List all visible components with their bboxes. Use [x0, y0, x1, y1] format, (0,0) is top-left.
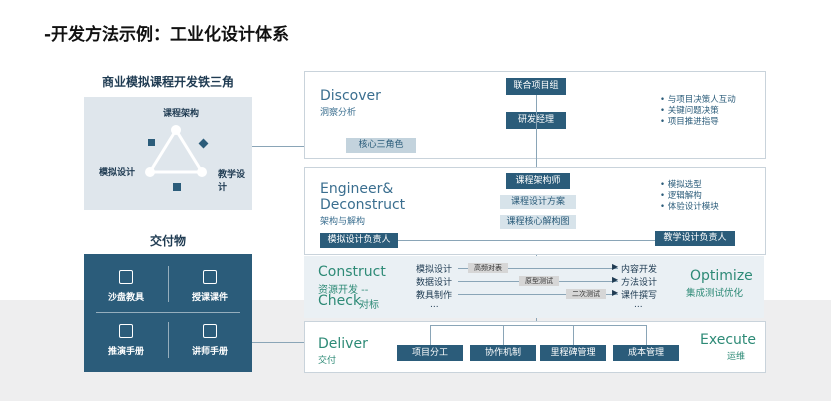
optimize-title: Optimize — [690, 268, 753, 284]
core-roles-box: 核心三角色 — [346, 138, 416, 153]
division-of-labor-box: 项目分工 — [397, 345, 463, 361]
deliver-drop-line — [430, 325, 431, 345]
page-title: -开发方法示例：工业化设计体系 — [44, 25, 290, 45]
monitor-icon — [203, 270, 217, 284]
construct-band — [304, 256, 764, 318]
deliverables-heading: 交付物 — [149, 234, 186, 248]
bullet-item: 逻辑解构 — [660, 191, 719, 202]
deliverable-label: 讲师手册 — [191, 347, 228, 357]
deliverable-label: 授课课件 — [191, 293, 228, 303]
construct-left-item: 数据设计 — [416, 278, 453, 288]
execute-title: Execute — [700, 332, 756, 348]
construct-title: Construct — [318, 264, 386, 280]
construct-right-item: 内容开发 — [621, 265, 658, 275]
book-icon — [203, 324, 217, 338]
deliverables-panel: 沙盘教具 授课课件 推演手册 讲师手册 — [84, 254, 252, 372]
arrow-line — [458, 294, 618, 295]
check-tag: 原型测试 — [519, 276, 559, 286]
puzzle-icon — [148, 139, 155, 146]
collaboration-box: 协作机制 — [470, 345, 536, 361]
execute-subtitle: 运维 — [727, 352, 746, 362]
discover-subtitle: 洞察分析 — [320, 108, 357, 118]
discover-bullets: 与项目决策人互动 关键问题决策 项目推进指导 — [660, 95, 736, 128]
sandbox-icon — [119, 270, 133, 284]
connector-line — [252, 146, 304, 147]
course-core-diagram-box: 课程核心解构图 — [500, 215, 576, 229]
construct-right-item: ... — [634, 300, 643, 310]
joint-team-box: 联合项目组 — [506, 78, 566, 95]
triangle-panel: 课程架构 模拟设计 教学设计 — [84, 97, 252, 210]
divider — [168, 322, 169, 358]
deliver-title: Deliver — [318, 336, 368, 352]
owner-connector — [398, 240, 655, 241]
divider — [168, 266, 169, 302]
book-icon — [119, 324, 133, 338]
bullet-item: 模拟选型 — [660, 180, 719, 191]
bullet-item: 体验设计模块 — [660, 202, 719, 213]
connector-line — [252, 342, 304, 343]
gear-icon — [198, 138, 209, 149]
teaching-lead-box: 教学设计负责人 — [655, 231, 735, 246]
deliverable-item: 沙盘教具 — [84, 270, 168, 303]
cost-management-box: 成本管理 — [613, 345, 679, 361]
engineer-subtitle: 架构与解构 — [320, 217, 366, 227]
optimize-subtitle: 集成测试优化 — [686, 288, 744, 299]
construct-left-item: 模拟设计 — [416, 265, 453, 275]
cube-icon — [173, 183, 181, 191]
arrow-head-icon: ▶ — [612, 262, 619, 271]
engineer-title-1: Engineer& — [320, 181, 394, 197]
construct-subtitle: 资源开发 -- — [318, 285, 369, 296]
construct-left-item: 教具制作 — [416, 291, 453, 301]
check-subtitle: 对标 — [359, 300, 379, 311]
check-title: Check — [318, 293, 362, 309]
deliver-subtitle: 交付 — [318, 356, 337, 366]
engineer-title-2: Deconstruct — [320, 197, 406, 213]
check-tag: 二次测试 — [566, 289, 606, 299]
arrow-line — [458, 268, 618, 269]
engineer-bullets: 模拟选型 逻辑解构 体验设计模块 — [660, 180, 719, 213]
deliverable-item: 授课课件 — [168, 270, 252, 303]
triangle-left-label: 模拟设计 — [99, 168, 136, 178]
triangle-top-label: 课程架构 — [163, 109, 200, 119]
course-architect-box: 课程架构师 — [506, 173, 570, 189]
bullet-item: 项目推进指导 — [660, 117, 736, 128]
deliver-drop-line — [573, 325, 574, 345]
arrow-head-icon: ▶ — [612, 275, 619, 284]
discover-title: Discover — [320, 88, 381, 104]
construct-right-item: 方法设计 — [621, 278, 658, 288]
deliver-drop-line — [503, 325, 504, 345]
simulation-lead-box: 模拟设计负责人 — [320, 233, 398, 248]
divider — [96, 312, 240, 313]
deliver-drop-line — [646, 325, 647, 345]
deliverable-label: 沙盘教具 — [107, 293, 144, 303]
deliver-bus-line — [430, 325, 647, 326]
course-design-plan-box: 课程设计方案 — [500, 195, 576, 209]
bullet-item: 与项目决策人互动 — [660, 95, 736, 106]
deliverable-label: 推演手册 — [107, 347, 144, 357]
construct-right-item: 课件撰写 — [621, 291, 658, 301]
triangle-graphic — [145, 125, 209, 191]
bullet-item: 关键问题决策 — [660, 106, 736, 117]
triangle-heading: 商业模拟课程开发铁三角 — [101, 75, 234, 89]
deliverable-item: 讲师手册 — [168, 324, 252, 357]
check-tag: 高频对表 — [468, 263, 508, 273]
construct-left-item: ... — [430, 300, 439, 310]
milestone-box: 里程碑管理 — [540, 345, 606, 361]
triangle-right-label: 教学设计 — [218, 170, 246, 193]
arrow-head-icon: ▶ — [612, 288, 619, 297]
deliverable-item: 推演手册 — [84, 324, 168, 357]
